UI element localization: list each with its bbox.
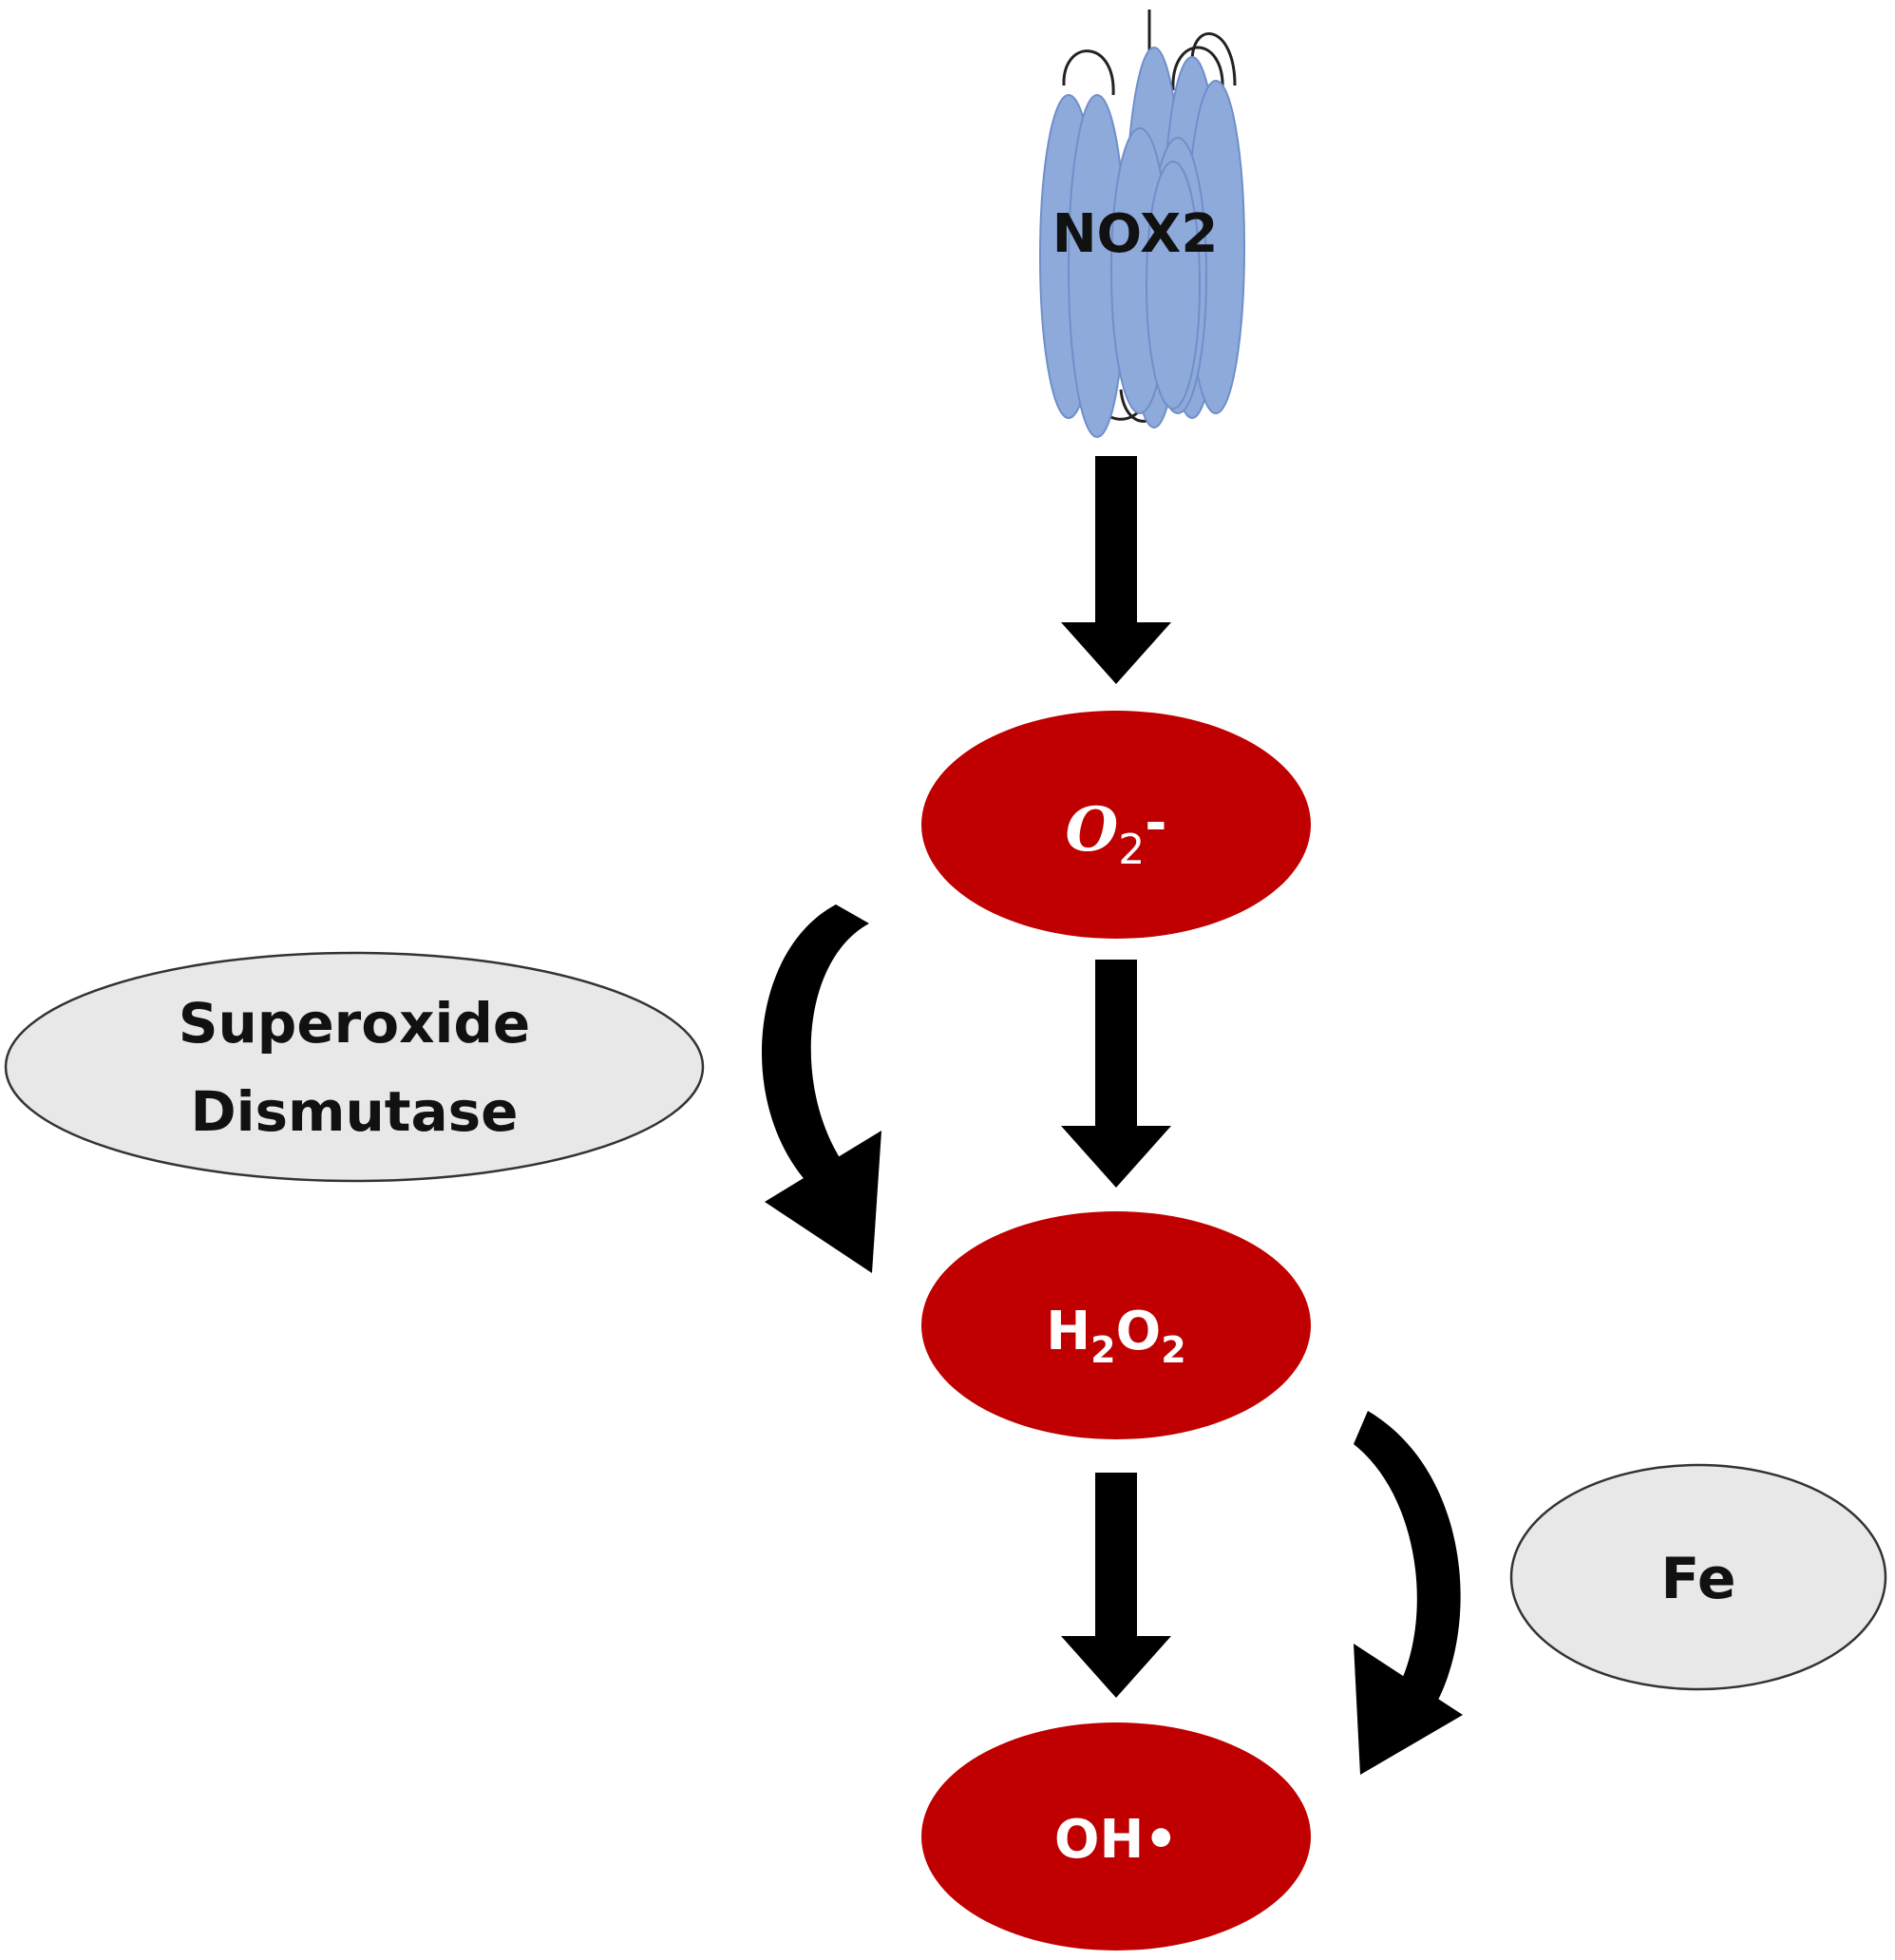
hydrogen-peroxide-ellipse xyxy=(921,1211,1311,1439)
nox2-helix xyxy=(1146,161,1201,409)
iron-label: Fe xyxy=(1660,1546,1735,1612)
superoxide-dismutase-node: Superoxide Dismutase xyxy=(4,951,705,1183)
superoxide-dismutase-ellipse xyxy=(4,951,705,1183)
superoxide-node: O2- xyxy=(921,711,1311,939)
hydroxyl-radical-label: OH• xyxy=(1054,1809,1178,1871)
hydrogen-peroxide-label: H2O2 xyxy=(1046,1301,1185,1371)
curved-arrow-sod-body xyxy=(761,904,869,1183)
hydrogen-peroxide-node: H2O2 xyxy=(921,1211,1311,1439)
arrow-superoxide-to-peroxide xyxy=(1061,960,1171,1188)
peroxide-o: O xyxy=(1116,1301,1162,1362)
curved-arrow-fe xyxy=(1354,1411,1463,1775)
superoxide-label: O2- xyxy=(1066,792,1167,874)
superoxide-ellipse xyxy=(921,711,1311,939)
nox2-loop xyxy=(1171,46,1224,91)
superoxide-base: O xyxy=(1066,794,1119,866)
arrow-nox2-to-superoxide xyxy=(1061,456,1171,684)
hydroxyl-radical-node: OH• xyxy=(921,1722,1311,1950)
superoxide-subscript: 2 xyxy=(1118,826,1145,874)
hydroxyl-radical-ellipse xyxy=(921,1722,1311,1950)
superoxide-dismutase-line2: Dismutase xyxy=(191,1079,519,1144)
nox2-loop xyxy=(1062,49,1115,96)
peroxide-o-sub: 2 xyxy=(1161,1329,1185,1371)
peroxide-h-sub: 2 xyxy=(1090,1329,1115,1371)
iron-ellipse xyxy=(1509,1463,1887,1691)
curved-arrow-sod-head xyxy=(765,1131,881,1273)
peroxide-h: H xyxy=(1046,1301,1090,1362)
curved-arrow-fe-head xyxy=(1354,1644,1463,1775)
iron-node: Fe xyxy=(1509,1463,1887,1691)
nox2-loop xyxy=(1190,32,1237,86)
curved-arrow-fe-body xyxy=(1354,1411,1461,1715)
nox2-protein: NOX2 xyxy=(1039,10,1245,438)
superoxide-charge: - xyxy=(1145,792,1166,854)
arrow-peroxide-to-hydroxyl xyxy=(1061,1473,1171,1698)
superoxide-dismutase-line1: Superoxide xyxy=(179,991,531,1056)
curved-arrow-sod xyxy=(761,904,881,1273)
nox2-label: NOX2 xyxy=(1052,203,1219,265)
